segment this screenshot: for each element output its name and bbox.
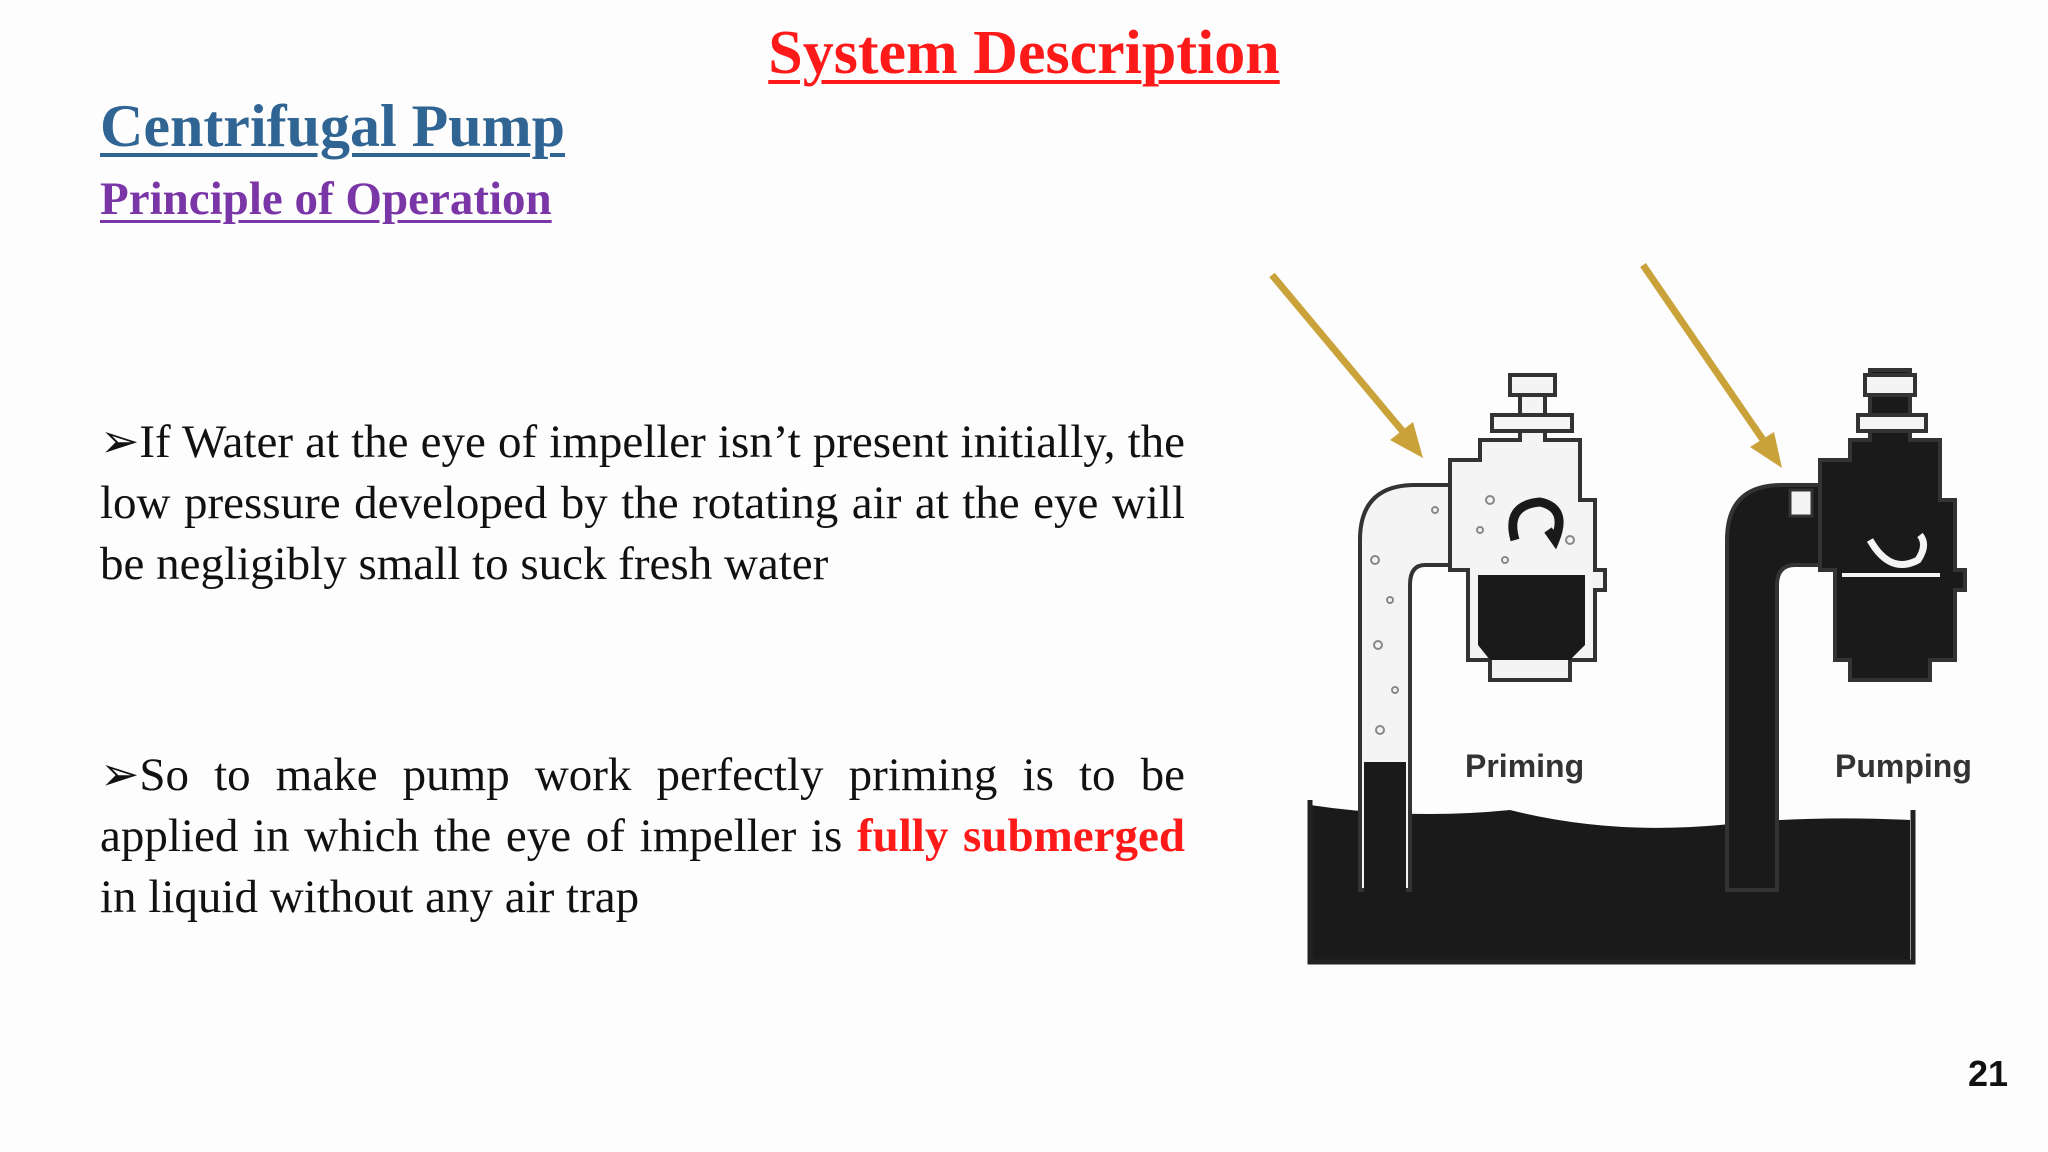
pumping-pump-icon [1725, 368, 1967, 892]
priming-label: Priming [1465, 748, 1584, 784]
subsection-heading: Principle of Operation [100, 173, 552, 225]
priming-pump-icon [1358, 373, 1607, 912]
pointer-arrow-icon [1640, 263, 1782, 468]
section-heading: Centrifugal Pump [100, 93, 565, 159]
pump-priming-diagram: Priming Pumping [1269, 263, 1972, 965]
pointer-arrow-icon [1269, 272, 1423, 458]
pumping-label: Pumping [1835, 748, 1972, 784]
bullet-text: So to make pump work perfectly priming i… [100, 749, 1185, 862]
bullet-marker-icon: ➢ [100, 416, 140, 468]
slide-title: System Description [768, 19, 1280, 87]
highlight-text: fully submerged [856, 810, 1185, 862]
bullet-text: If Water at the eye of impeller isn’t pr… [100, 416, 1185, 590]
page-number: 21 [1967, 1053, 2008, 1094]
bullet-text: in liquid without any air trap [100, 871, 640, 923]
bullet-item: ➢If Water at the eye of impeller isn’t p… [100, 412, 1185, 595]
bullet-marker-icon: ➢ [100, 749, 140, 801]
bullet-item: ➢So to make pump work perfectly priming … [100, 745, 1185, 928]
